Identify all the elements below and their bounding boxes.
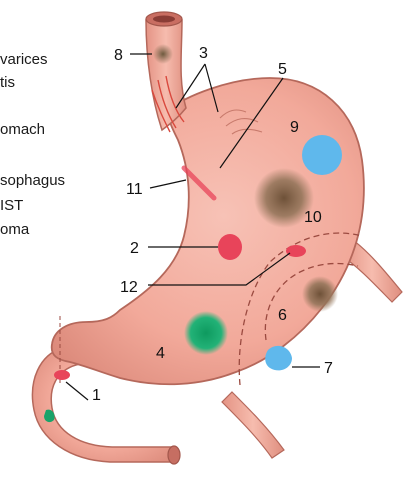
label-7: 7 <box>324 360 333 377</box>
lesion-9-blue <box>302 135 342 175</box>
label-9: 9 <box>290 119 299 136</box>
esophagus <box>146 20 186 130</box>
lesion-6-brown <box>302 276 338 312</box>
label-3: 3 <box>199 45 208 62</box>
label-1: 1 <box>92 387 101 404</box>
label-6: 6 <box>278 307 287 324</box>
lesion-2-red <box>218 234 242 260</box>
lesion-7-blue <box>265 346 292 371</box>
label-5: 5 <box>278 61 287 78</box>
duodenum-end <box>168 446 180 464</box>
lesion-12-red <box>286 245 306 257</box>
label-12: 12 <box>120 279 138 296</box>
label-2: 2 <box>130 240 139 257</box>
label-11: 11 <box>126 181 143 198</box>
lesion-8-esophageal <box>153 44 173 64</box>
label-10: 10 <box>304 209 322 226</box>
lesion-4-green <box>184 311 228 355</box>
lower-duct <box>222 392 284 458</box>
lesion-1-red <box>54 370 70 380</box>
label-4: 4 <box>156 345 165 362</box>
label-8: 8 <box>114 47 123 64</box>
